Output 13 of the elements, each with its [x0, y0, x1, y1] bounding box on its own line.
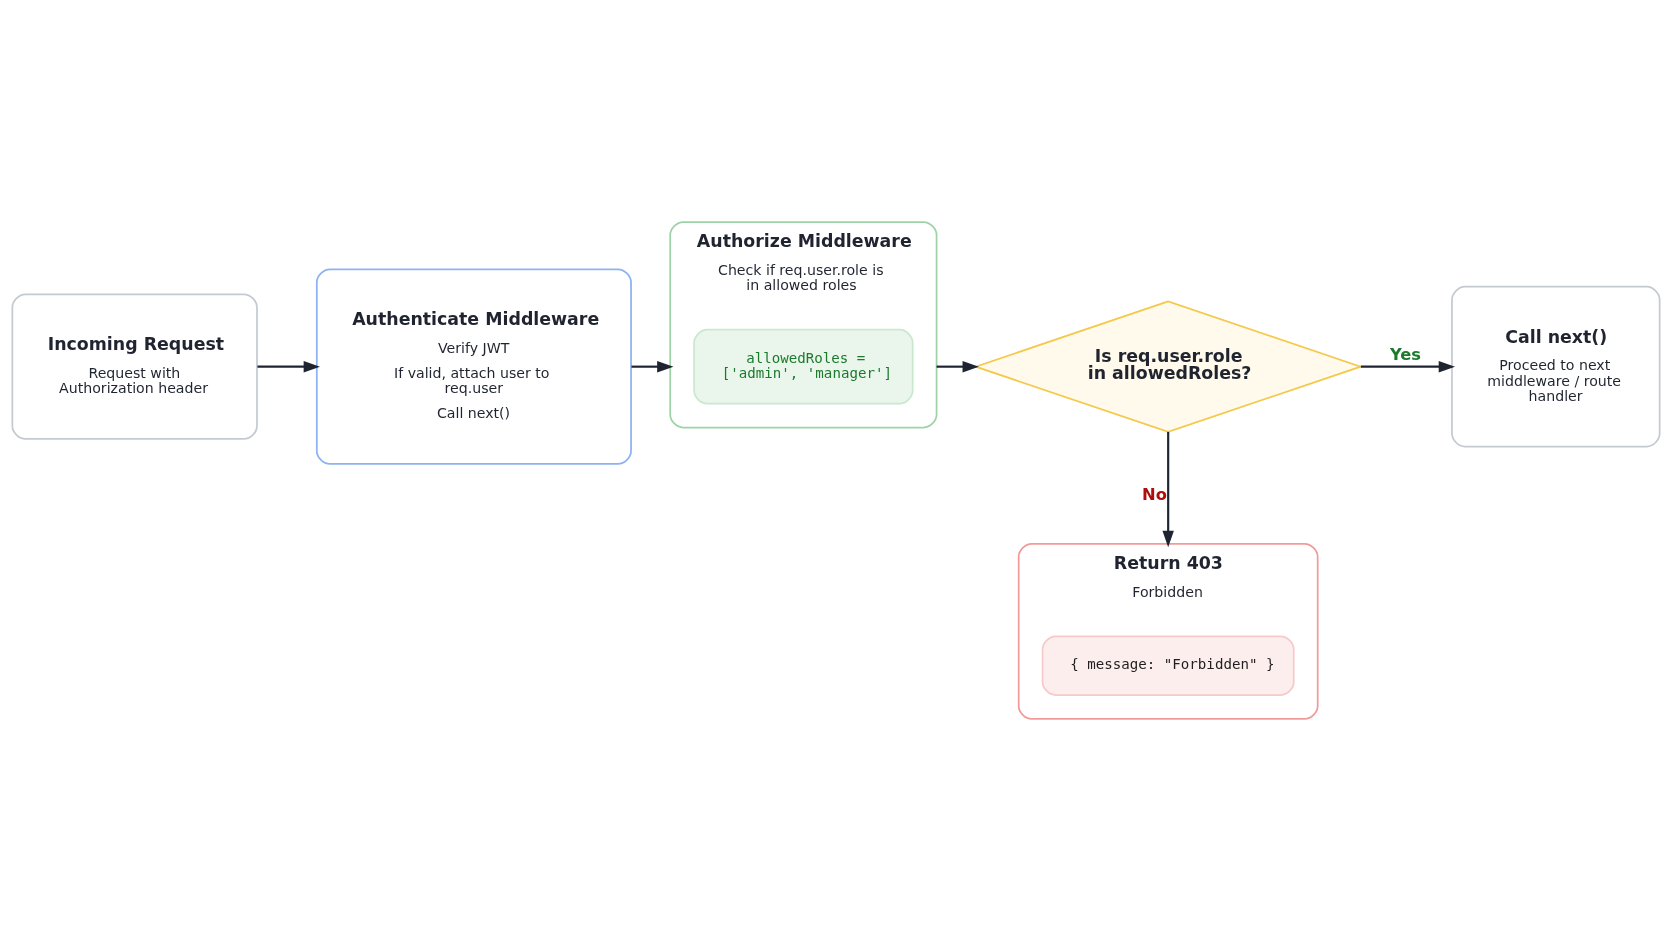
node-box: Authenticate Middleware Verify JWT If valid, attach user to req.user Call next() — [315, 268, 632, 465]
node-diamond: Is req.user.role in allowedRoles? — [973, 300, 1364, 433]
arrow — [1162, 431, 1174, 548]
arrow — [936, 360, 979, 373]
edge-label: Yes — [1389, 345, 1422, 365]
node-box: { message: "Forbidden" } — [1041, 635, 1295, 696]
node-box: allowedRoles = ['admin', 'manager'] — [693, 328, 914, 405]
node-box: Incoming Request Request with Authorization header — [11, 293, 258, 440]
arrow — [1360, 360, 1456, 373]
node-box: Call next() Proceed to next middleware / route handler — [1451, 285, 1661, 448]
arrow — [257, 360, 320, 373]
arrow — [631, 360, 674, 373]
edge-label: No — [1142, 484, 1167, 504]
